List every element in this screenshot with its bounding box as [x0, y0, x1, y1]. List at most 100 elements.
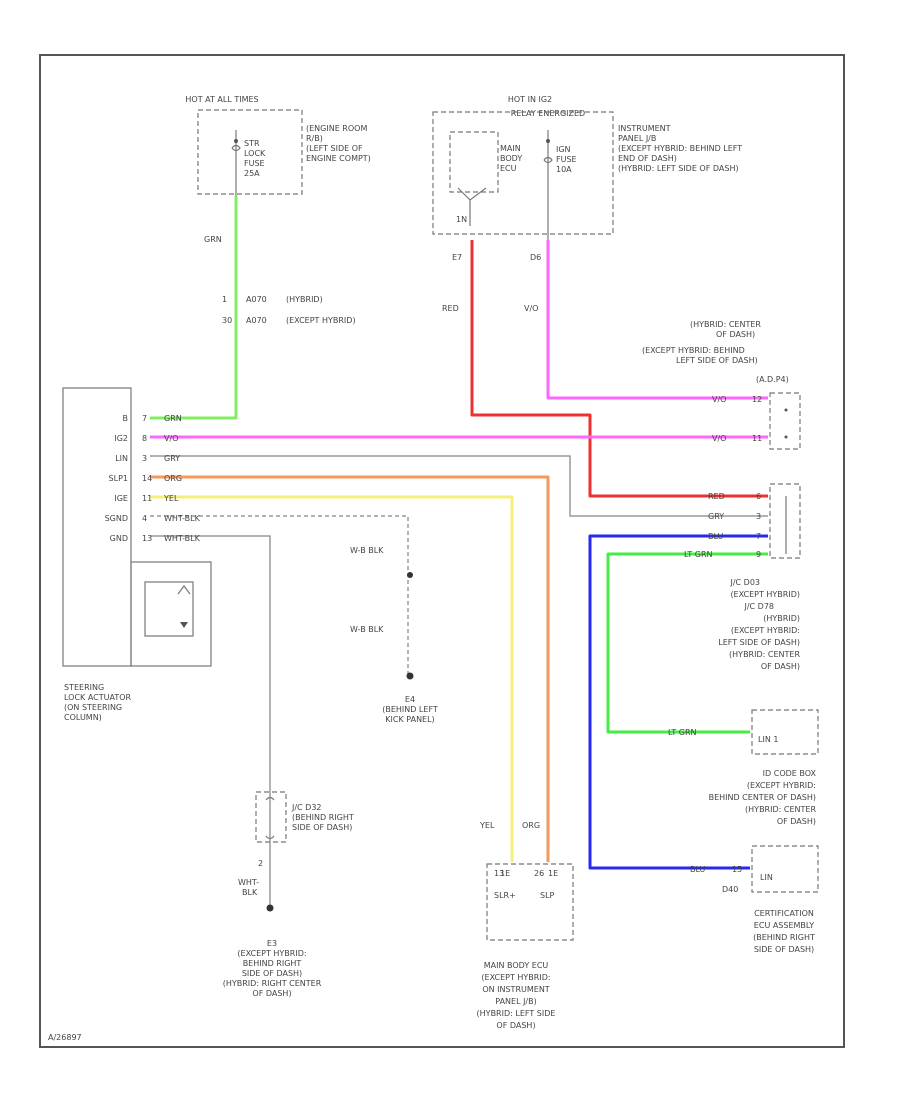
- junction-mid-note-line-3: J/C D78: [743, 602, 774, 611]
- junction-top-note-line-4: LEFT SIDE OF DASH): [676, 356, 758, 365]
- junction-top-pin-2: 11: [752, 434, 762, 443]
- fuse-box-1-outline: [197, 109, 303, 195]
- fuse-box-1: HOT AT ALL TIMES STR LOCK FUSE 25A (ENGI…: [185, 95, 371, 200]
- junction-mid-note-line-8: OF DASH): [761, 662, 800, 671]
- ground-e3-jc-line-1: J/C D32: [291, 803, 322, 812]
- actuator-pin-number: 3: [142, 454, 147, 463]
- cert-ecu-name-line-2: ECU ASSEMBLY: [754, 921, 815, 930]
- junction-top-note-line-3: (EXCEPT HYBRID: BEHIND: [642, 346, 745, 355]
- actuator-wire-label: GRY: [164, 454, 180, 463]
- wire-lt-grn: [606, 552, 768, 734]
- actuator-pin-number: 7: [142, 414, 147, 423]
- fuse-box-2-pin-1n: 1N: [456, 215, 467, 224]
- ground-e3-pin: 2: [258, 859, 263, 868]
- main-body-ecu-org-label: ORG: [522, 821, 540, 830]
- id-code-name-line-3: BEHIND CENTER OF DASH): [709, 793, 816, 802]
- fuse-box-1-title: HOT AT ALL TIMES: [185, 95, 258, 104]
- label-grn-top: GRN: [204, 235, 222, 244]
- connector-ka-note: (HYBRID): [286, 295, 323, 304]
- junction-mid-note-line-5: (EXCEPT HYBRID:: [731, 626, 800, 635]
- fuse-1-label-line-3: FUSE: [244, 159, 265, 168]
- fuse-2-symbol: [543, 156, 553, 164]
- cert-ecu-wire-label: BLU: [690, 865, 706, 874]
- junction-mid-note-line-4: (HYBRID): [763, 614, 800, 623]
- junction-mid-connector: [769, 483, 801, 559]
- actuator-pin-name: B: [123, 414, 129, 423]
- actuator-pin-number: 8: [142, 434, 147, 443]
- junction-top-note-line-2: OF DASH): [716, 330, 755, 339]
- actuator-pin-name: IGE: [114, 494, 128, 503]
- id-code-wire-label: LT GRN: [668, 728, 697, 737]
- ground-e3-jc-symbol-bottom: [265, 835, 275, 840]
- actuator-pin-number: 4: [142, 514, 147, 523]
- ground-e4-symbol: [406, 672, 414, 680]
- wire-red: [470, 240, 768, 498]
- connector-kb-note: (EXCEPT HYBRID): [286, 316, 356, 325]
- fuse-box-1-note-line-2: R/B): [306, 134, 323, 143]
- actuator-name-line-4: COLUMN): [64, 713, 102, 722]
- pin-d6: D6: [530, 253, 541, 262]
- actuator-body: [62, 387, 132, 667]
- fuse-box-2-outline: [432, 111, 614, 235]
- actuator-wire-label: YEL: [163, 494, 179, 503]
- main-body-ecu-outline: [486, 863, 574, 941]
- main-body-ecu-pin-13: 13: [494, 869, 504, 878]
- actuator-pin-name: SGND: [105, 514, 128, 523]
- wire-violet-upper: [546, 240, 768, 400]
- actuator-wire-label: WHT-BLK: [164, 534, 201, 543]
- fuse-box-2-note-line-5: (HYBRID: LEFT SIDE OF DASH): [618, 164, 739, 173]
- diagram-id: A/26897: [48, 1033, 82, 1042]
- main-body-ecu-name-line-3: ON INSTRUMENT: [482, 985, 549, 994]
- main-body-ecu-conn-2: 1E: [548, 869, 558, 878]
- ground-e4-name-line-1: E4: [405, 695, 415, 704]
- ground-e3-jc-box: [255, 791, 287, 843]
- main-body-ecu-pin-slr: SLR+: [494, 891, 516, 900]
- wire-yel: [150, 495, 514, 862]
- main-body-ecu-inner-box: [449, 131, 499, 193]
- ground-e3-name-line-6: OF DASH): [252, 989, 291, 998]
- ground-e4-label-1: W-B BLK: [350, 546, 384, 555]
- actuator-wire-label: GRN: [164, 414, 182, 423]
- cert-ecu-name-line-4: SIDE OF DASH): [754, 945, 814, 954]
- connector-kb-code: A070: [246, 316, 267, 325]
- junction-mid: RED 6 GRY 3 BLU 7 LT GRN 9 J/C D03 (EXCE…: [684, 483, 801, 671]
- ground-e3-name-line-1: E3: [267, 939, 277, 948]
- fuse-box-2-ecu-line-2: BODY: [500, 154, 522, 163]
- splice-point: [407, 572, 413, 578]
- actuator-name-line-1: STEERING: [64, 683, 104, 692]
- junction-mid-pin-3: 7: [756, 532, 761, 541]
- fuse-box-1-note-line-3: (LEFT SIDE OF: [306, 144, 363, 153]
- id-code-name-line-2: (EXCEPT HYBRID:: [747, 781, 816, 790]
- junction-mid-note-line-2: (EXCEPT HYBRID): [730, 590, 800, 599]
- junction-mid-pin-4: 9: [756, 550, 761, 559]
- main-body-ecu-pin-26: 26: [534, 869, 544, 878]
- main-body-ecu-name-line-1: MAIN BODY ECU: [484, 961, 549, 970]
- cert-ecu-pin-lin: LIN: [760, 873, 773, 882]
- fuse-box-2-ecu-line-1: MAIN: [500, 144, 521, 153]
- ground-e3-wire-line-1: WHT-: [238, 878, 259, 887]
- id-code-pin: LIN 1: [758, 735, 778, 744]
- junction-top-connector: [769, 392, 801, 450]
- junction-top-label-2: V/O: [712, 434, 726, 443]
- connector-kb-pin: 30: [222, 316, 232, 325]
- junction-top-dot-1: [784, 408, 788, 412]
- ground-e4-label-2: W-B BLK: [350, 625, 384, 634]
- junction-mid-pin-1: 6: [756, 492, 761, 501]
- fuse-2-terminal: [546, 139, 550, 143]
- junction-mid-label-4: LT GRN: [684, 550, 713, 559]
- wire-blu: [588, 534, 768, 870]
- fuse-1-terminal: [234, 139, 238, 143]
- main-body-ecu-name-line-6: OF DASH): [496, 1021, 535, 1030]
- ground-e4-name-line-3: KICK PANEL): [385, 715, 434, 724]
- actuator-name-line-3: (ON STEERING: [64, 703, 122, 712]
- fuse-box-2-note-line-2: PANEL J/B: [618, 134, 656, 143]
- actuator-pin-name: SLP1: [109, 474, 128, 483]
- junction-mid-note-line-6: LEFT SIDE OF DASH): [718, 638, 800, 647]
- actuator-wire-label: ORG: [164, 474, 182, 483]
- ground-e3-name-line-2: (EXCEPT HYBRID:: [237, 949, 306, 958]
- id-code-box-outline: [751, 709, 819, 755]
- junction-mid-label-1: RED: [708, 492, 725, 501]
- cert-ecu-name-line-3: (BEHIND RIGHT: [753, 933, 815, 942]
